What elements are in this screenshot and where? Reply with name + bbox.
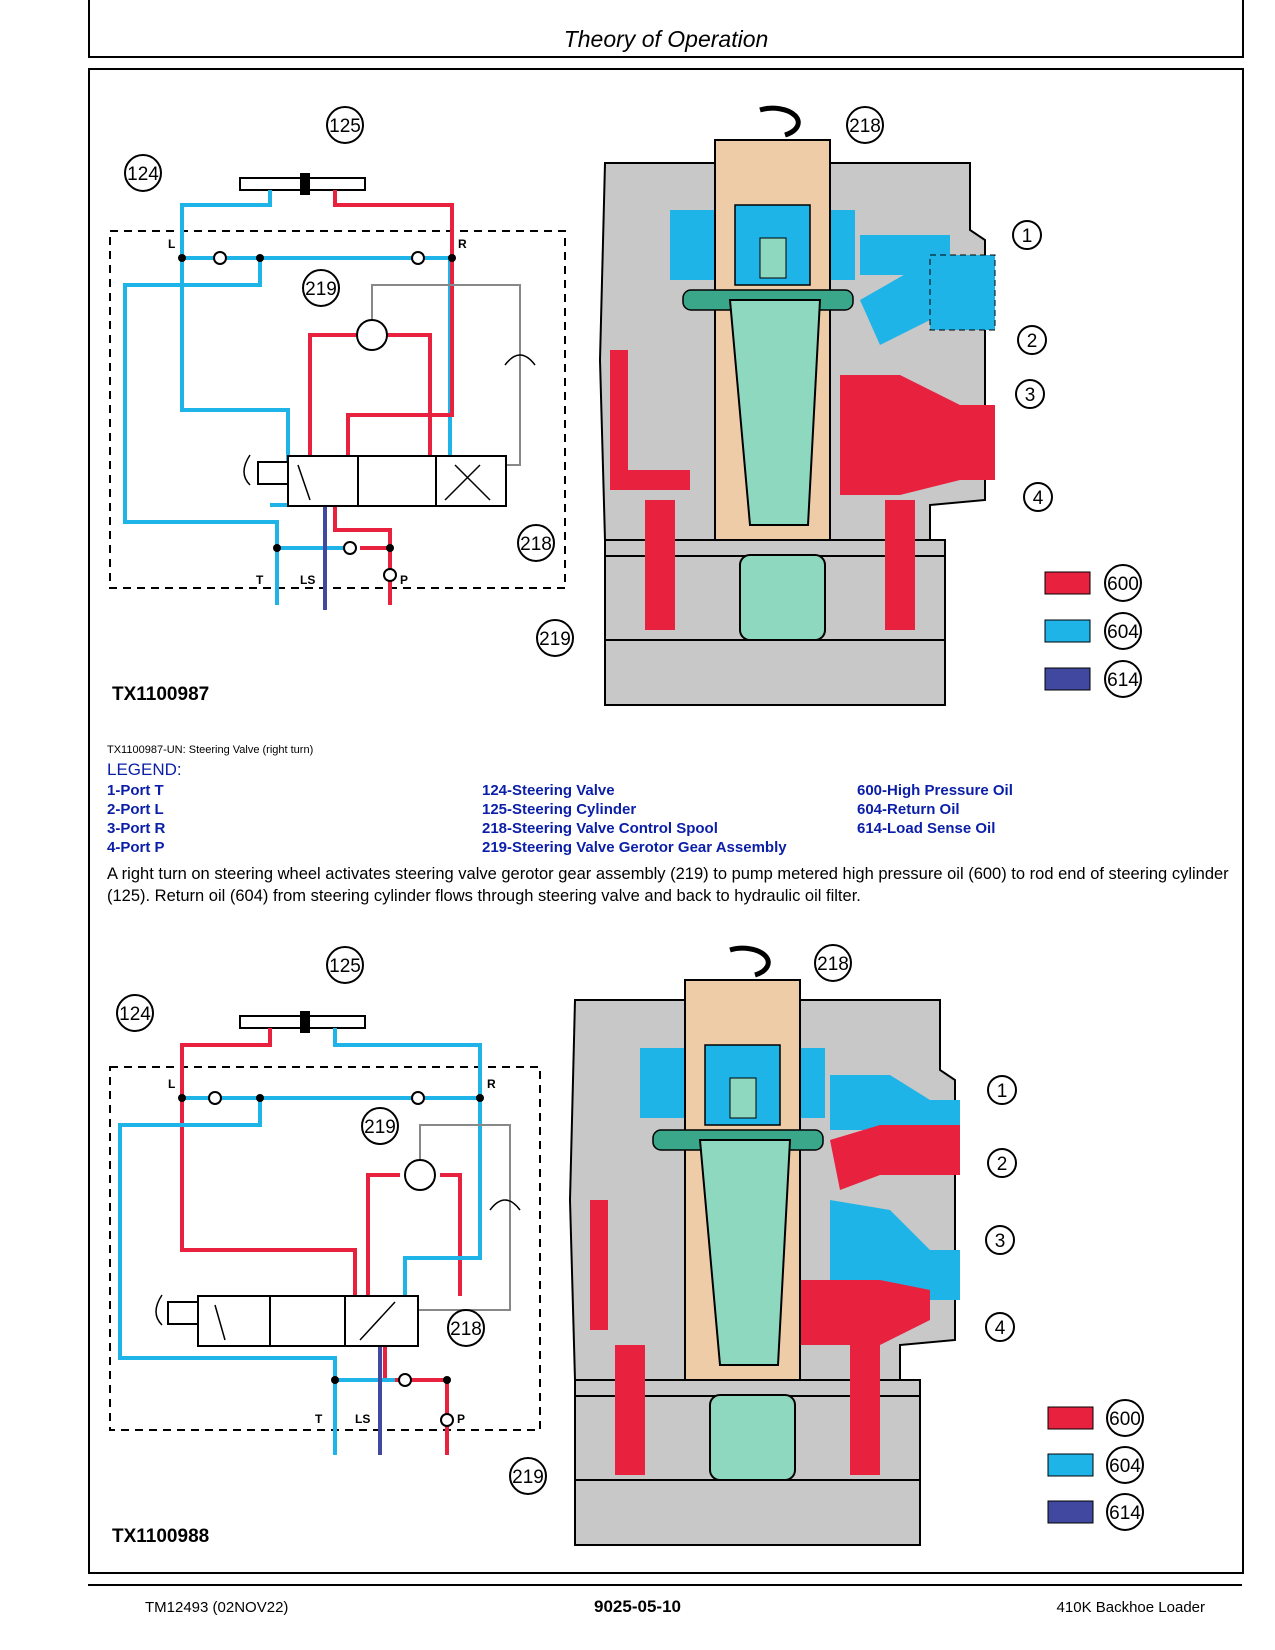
key-604: 604 — [1107, 622, 1139, 643]
description-paragraph: A right turn on steering wheel activates… — [107, 865, 1229, 905]
valve-cross-section — [568, 945, 960, 1546]
steering-valve-diagram-second: 125 124 219 218 218 219 1 2 3 4 L R T LS… — [109, 944, 1144, 1546]
callout-port-2: 2 — [997, 1154, 1008, 1175]
callout-cylinder: 125 — [329, 116, 361, 137]
footer-manual-id: TM12493 (02NOV22) — [145, 1599, 289, 1616]
legend-title: LEGEND: — [107, 760, 182, 779]
callout-port-3: 3 — [1025, 385, 1036, 406]
callouts — [124, 106, 1142, 698]
port-label-t: T — [315, 1412, 323, 1426]
callout-section-spool: 218 — [817, 954, 849, 975]
hydraulic-schematic — [109, 1011, 541, 1455]
legend-column-ports: 1-Port T 2-Port L 3-Port R 4-Port P — [107, 781, 165, 857]
legend-item: 614-Load Sense Oil — [857, 820, 996, 837]
legend-item: 2-Port L — [107, 801, 164, 818]
port-label-l: L — [168, 237, 175, 251]
callout-motor: 219 — [364, 1117, 396, 1138]
callout-port-2: 2 — [1027, 331, 1038, 352]
key-614: 614 — [1109, 1503, 1141, 1524]
swatch-load-sense — [1047, 1500, 1094, 1524]
key-604: 604 — [1109, 1456, 1141, 1477]
port-label-r: R — [487, 1077, 496, 1091]
legend-item: 1-Port T — [107, 782, 164, 799]
swatch-high-pressure — [1047, 1406, 1094, 1430]
swatch-return — [1044, 619, 1091, 643]
key-600: 600 — [1107, 574, 1139, 595]
swatch-load-sense — [1044, 667, 1091, 691]
legend-column-oil: 600-High Pressure Oil 604-Return Oil 614… — [857, 781, 1013, 838]
port-label-r: R — [458, 237, 467, 251]
key-600: 600 — [1109, 1409, 1141, 1430]
port-label-l: L — [168, 1077, 175, 1091]
footer-machine: 410K Backhoe Loader — [1056, 1599, 1205, 1616]
callout-section-spool: 218 — [849, 116, 881, 137]
figure-caption: TX1100987-UN: Steering Valve (right turn… — [107, 744, 314, 756]
valve-cross-section — [598, 105, 996, 706]
callout-spool-valve: 218 — [520, 534, 552, 555]
legend-item: 124-Steering Valve — [482, 782, 615, 799]
port-label-ls: LS — [300, 573, 315, 587]
port-label-t: T — [256, 573, 264, 587]
legend-item: 3-Port R — [107, 820, 166, 837]
callout-port-3: 3 — [995, 1231, 1006, 1252]
callout-port-1: 1 — [997, 1081, 1008, 1102]
callout-port-4: 4 — [1033, 488, 1044, 509]
figure-id: TX1100988 — [112, 1526, 210, 1547]
callouts — [116, 944, 1144, 1531]
legend-item: 600-High Pressure Oil — [857, 782, 1013, 799]
hydraulic-schematic — [109, 173, 566, 610]
callout-section-gerotor: 219 — [512, 1467, 544, 1488]
callout-port-4: 4 — [995, 1318, 1006, 1339]
callout-cylinder: 125 — [329, 956, 361, 977]
legend-column-components: 124-Steering Valve 125-Steering Cylinder… — [482, 781, 787, 857]
steering-valve-diagram-right-turn: 125 124 219 218 218 219 1 2 3 4 L R T LS… — [109, 105, 1142, 706]
key-614: 614 — [1107, 670, 1139, 691]
legend-item: 219-Steering Valve Gerotor Gear Assembly — [482, 839, 787, 856]
footer-rule — [88, 1584, 1242, 1586]
swatch-high-pressure — [1044, 571, 1091, 595]
callout-section-gerotor: 219 — [539, 629, 571, 650]
legend-item: 218-Steering Valve Control Spool — [482, 820, 718, 837]
header-frame: Theory of Operation — [88, 0, 1244, 58]
legend-item: 4-Port P — [107, 839, 165, 856]
content-frame — [88, 68, 1244, 1574]
callout-valve: 124 — [119, 1004, 151, 1025]
figure-id: TX1100987 — [112, 684, 210, 705]
callout-port-1: 1 — [1022, 226, 1033, 247]
callout-motor: 219 — [305, 279, 337, 300]
legend-item: 125-Steering Cylinder — [482, 801, 637, 818]
footer-page-number: 9025-05-10 — [594, 1597, 681, 1616]
port-label-ls: LS — [355, 1412, 370, 1426]
port-label-p: P — [457, 1412, 465, 1426]
page-title: Theory of Operation — [563, 26, 769, 52]
swatch-return — [1047, 1453, 1094, 1477]
callout-spool-valve: 218 — [450, 1319, 482, 1340]
legend-item: 604-Return Oil — [857, 801, 960, 818]
port-label-p: P — [400, 573, 408, 587]
callout-valve: 124 — [127, 164, 159, 185]
